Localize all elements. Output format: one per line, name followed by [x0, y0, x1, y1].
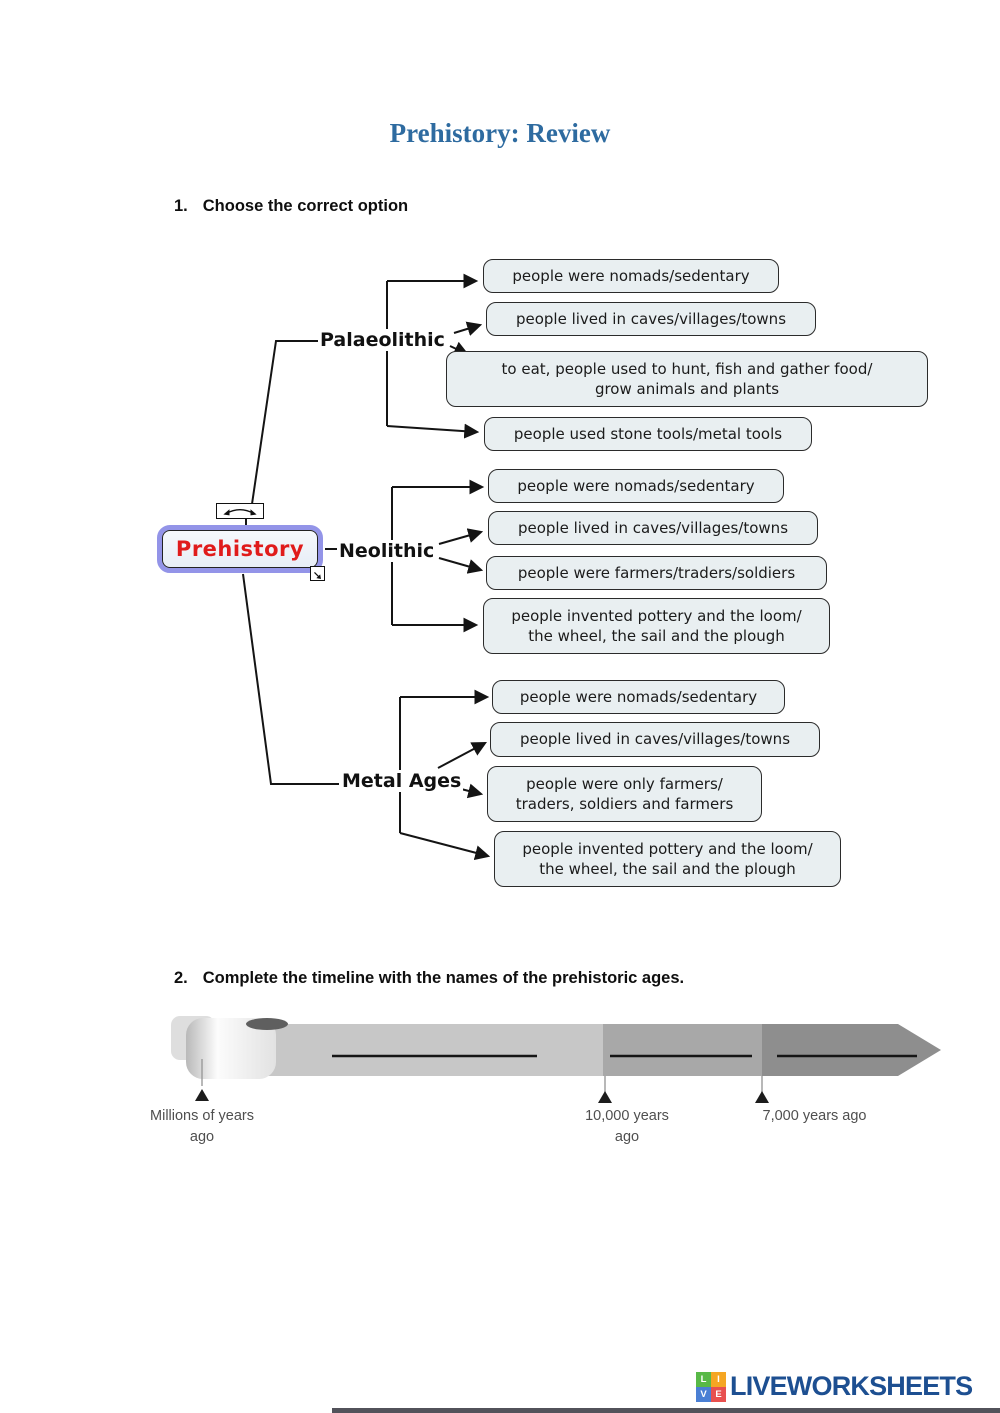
option-box-neolithic-3[interactable]: people were farmers/traders/soldiers	[486, 556, 827, 590]
timeline-label-millions: Millions of years ago	[150, 1108, 254, 1146]
liveworksheets-logo-icon: L I V E	[696, 1371, 726, 1402]
bottom-cropped-bar	[332, 1408, 1000, 1413]
logo-square-l: L	[696, 1371, 711, 1387]
option-box-palaeolithic-1[interactable]: people were nomads/sedentary	[483, 259, 779, 293]
prehistory-root-node[interactable]: Prehistory	[157, 525, 323, 573]
question-1-text: Choose the correct option	[202, 197, 409, 215]
logo-square-e: E	[711, 1386, 726, 1402]
option-box-metal-ages-4[interactable]: people invented pottery and the loom/ th…	[494, 831, 841, 887]
option-box-palaeolithic-4[interactable]: people used stone tools/metal tools	[484, 417, 812, 451]
question-1-number: 1.	[174, 197, 188, 215]
mindmap-connectors	[242, 273, 491, 861]
prehistory-root-node-inner: Prehistory	[162, 530, 318, 568]
option-box-metal-ages-1[interactable]: people were nomads/sedentary	[492, 680, 785, 714]
timeline-graphic	[171, 1016, 941, 1103]
option-box-neolithic-2[interactable]: people lived in caves/villages/towns	[488, 511, 818, 545]
resize-handle-icon[interactable]	[310, 566, 325, 581]
option-box-palaeolithic-3[interactable]: to eat, people used to hunt, fish and ga…	[446, 351, 928, 407]
logo-square-v: V	[696, 1386, 711, 1402]
timeline-marker-triangle-3	[755, 1091, 769, 1103]
branch-label-palaeolithic: Palaeolithic	[318, 329, 447, 351]
logo-square-i: I	[711, 1371, 726, 1387]
option-box-palaeolithic-2[interactable]: people lived in caves/villages/towns	[486, 302, 816, 336]
page-title: Prehistory: Review	[389, 118, 611, 148]
option-box-neolithic-1[interactable]: people were nomads/sedentary	[488, 469, 784, 503]
timeline-segment-1	[262, 1024, 603, 1076]
branch-label-neolithic: Neolithic	[337, 540, 437, 562]
option-box-metal-ages-2[interactable]: people lived in caves/villages/towns	[490, 722, 820, 757]
timeline-segment-3-arrow	[762, 1024, 941, 1076]
option-box-neolithic-4[interactable]: people invented pottery and the loom/ th…	[483, 598, 830, 654]
question-2-text: Complete the timeline with the names of …	[202, 969, 685, 987]
timeline-marker-triangle-2	[598, 1091, 612, 1103]
root-node-label: Prehistory	[175, 537, 305, 561]
branch-label-metal-ages: Metal Ages	[340, 770, 464, 792]
timeline-scroll-front	[186, 1018, 276, 1079]
question-1-heading: 1. Choose the correct option	[174, 197, 408, 216]
question-2-heading: 2. Complete the timeline with the names …	[174, 969, 684, 988]
timeline-scroll-edge	[246, 1018, 288, 1030]
liveworksheets-logo-text: LIVEWORKSHEETS	[730, 1371, 973, 1401]
liveworksheets-logo[interactable]: L I V E LIVEWORKSHEETS	[696, 1371, 973, 1402]
timeline-label-7000: 7,000 years ago	[762, 1108, 867, 1124]
option-box-metal-ages-3[interactable]: people were only farmers/ traders, soldi…	[487, 766, 762, 822]
timeline-label-10000: 10,000 years ago	[585, 1108, 669, 1146]
collapse-handle-icon[interactable]	[216, 503, 264, 519]
timeline-marker-triangle-1	[195, 1089, 209, 1101]
timeline-segment-2	[603, 1024, 762, 1076]
question-2-number: 2.	[174, 969, 188, 987]
